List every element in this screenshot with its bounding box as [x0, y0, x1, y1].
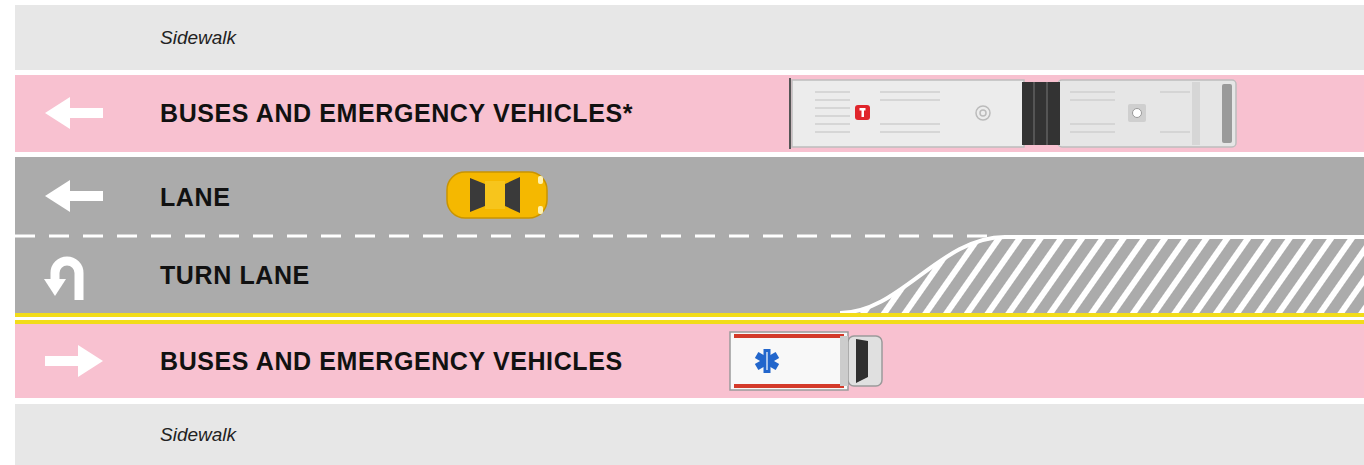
lane-label: TURN LANE	[160, 237, 310, 313]
articulated-bus	[790, 78, 1236, 149]
direction-arrow	[45, 345, 103, 377]
turn-lane-band: TURN LANE	[15, 237, 1364, 313]
sidewalk-band: Sidewalk	[15, 5, 1364, 70]
lane-label: BUSES AND EMERGENCY VEHICLES*	[160, 75, 633, 152]
bus-lane-band: BUSES AND EMERGENCY VEHICLES	[15, 324, 1364, 398]
yellow-line	[15, 320, 1364, 324]
direction-arrow	[45, 180, 103, 212]
median-gap	[15, 313, 1364, 324]
taper-edge	[840, 237, 1364, 313]
hatched-taper	[830, 237, 1364, 313]
sidewalk-label: Sidewalk	[160, 404, 236, 465]
yellow-line	[15, 313, 1364, 317]
sidewalk-label: Sidewalk	[160, 5, 236, 70]
bus-lane-band: BUSES AND EMERGENCY VEHICLES*	[15, 75, 1364, 152]
lane-label: BUSES AND EMERGENCY VEHICLES	[160, 324, 623, 398]
lane-label: LANE	[160, 157, 230, 237]
direction-arrow	[45, 97, 103, 129]
car	[447, 172, 547, 218]
ambulance	[730, 332, 882, 390]
traffic-lane-band: LANE	[15, 157, 1364, 237]
turn-arrow	[55, 261, 79, 300]
lane-divider	[15, 235, 995, 238]
sidewalk-band: Sidewalk	[15, 404, 1364, 465]
turn-arrow-head	[44, 279, 66, 296]
